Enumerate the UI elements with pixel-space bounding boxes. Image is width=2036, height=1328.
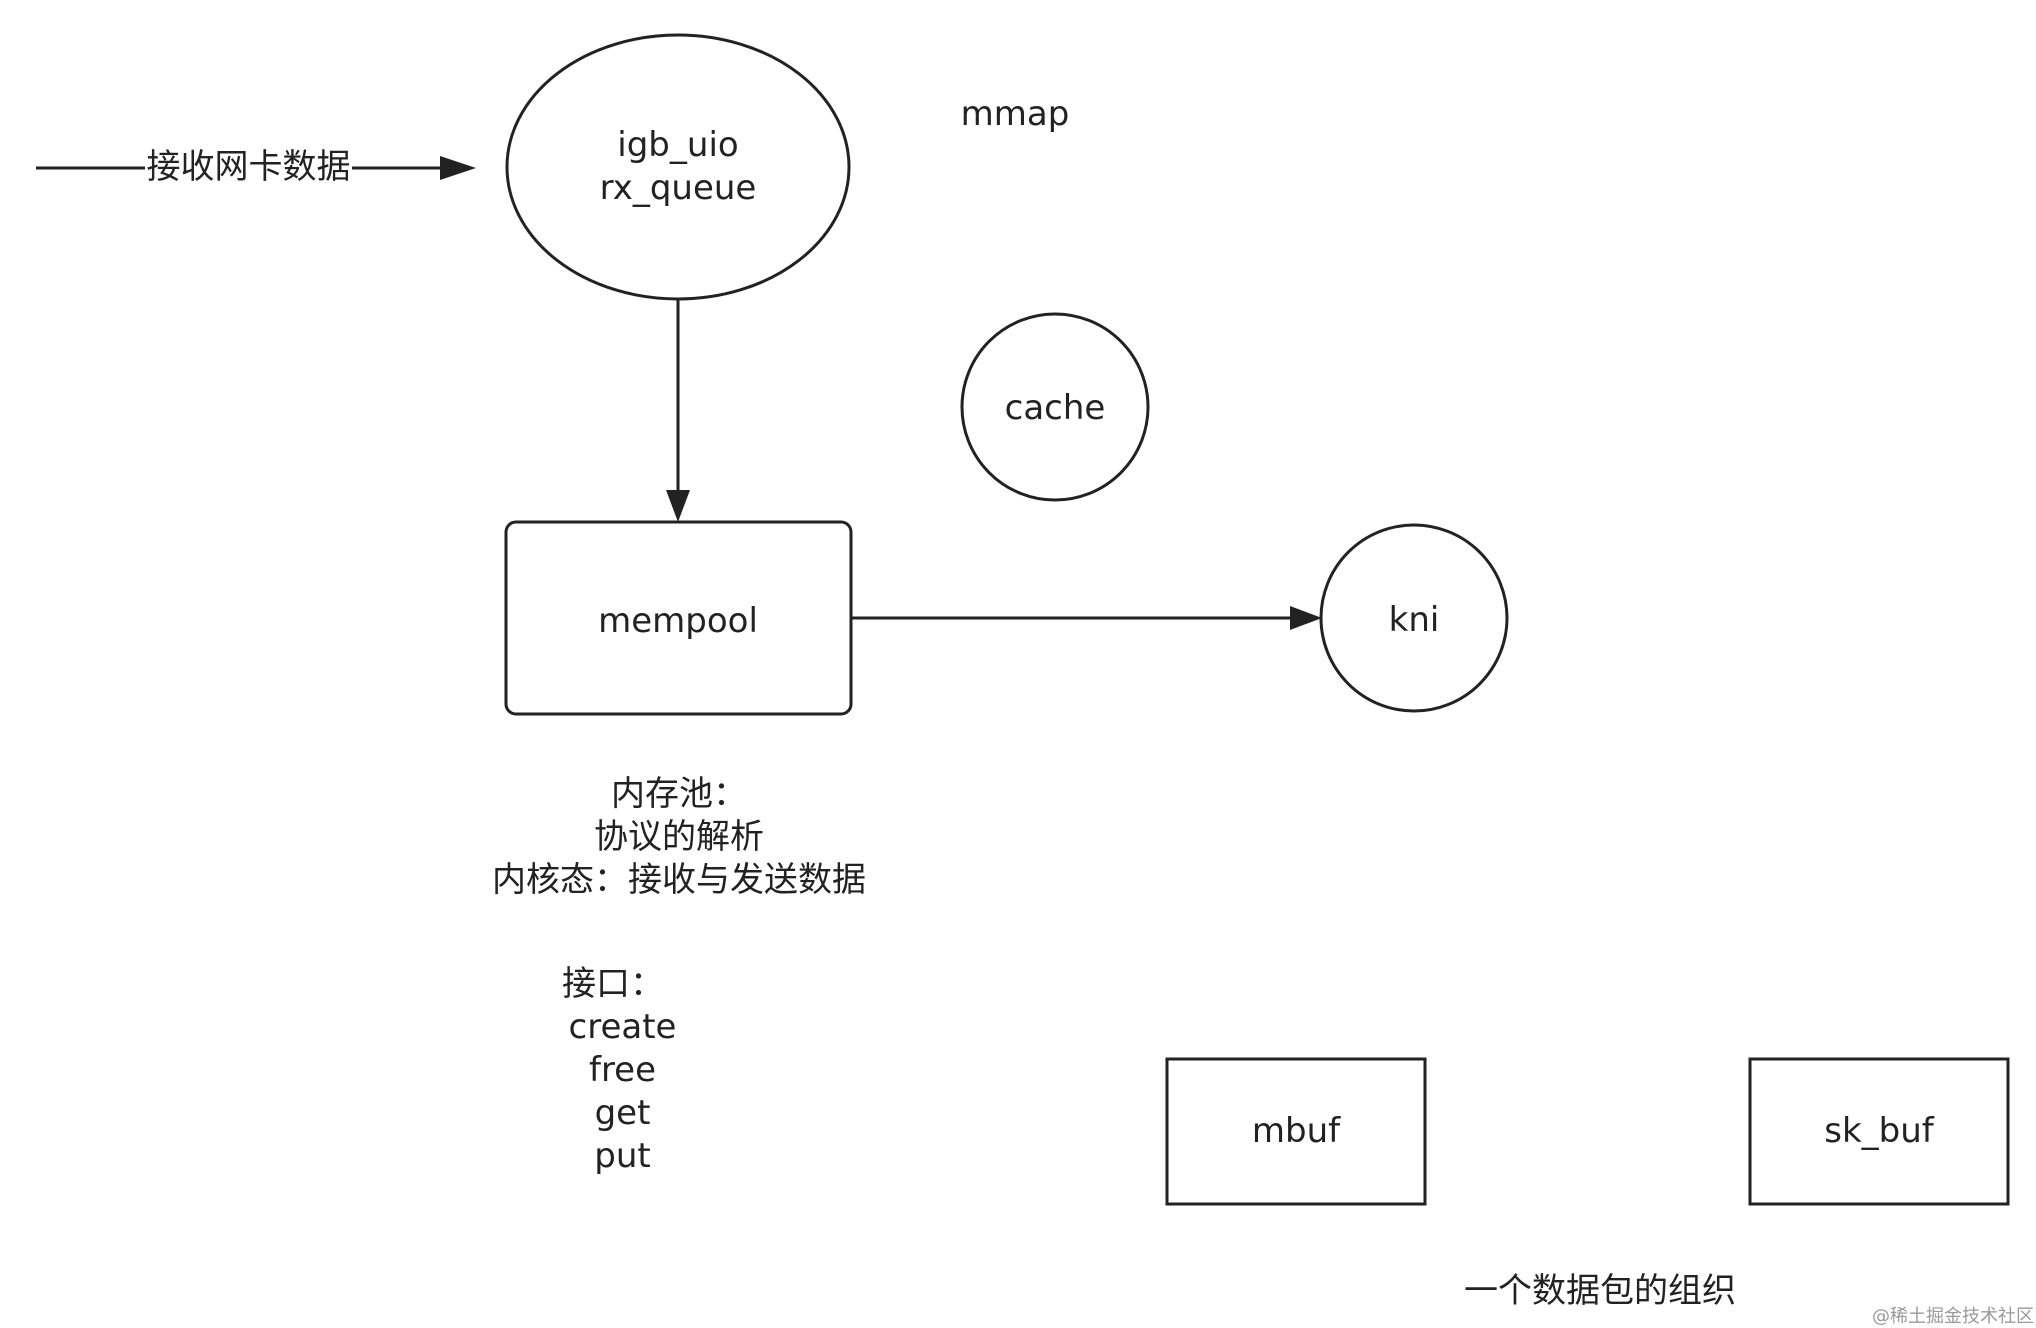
mempool-description: 内存池： 协议的解析 内核态：接收与发送数据 — [470, 773, 888, 902]
mempool-label: mempool — [598, 601, 758, 641]
igb-uio-label: igb_uio rx_queue — [560, 124, 796, 210]
arrow-mempool-to-kni — [851, 606, 1322, 630]
sk-buf-label: sk_buf — [1824, 1111, 1934, 1151]
mempool-desc-line: 内核态：接收与发送数据 — [492, 860, 866, 900]
mbuf-node — [1165, 1057, 1427, 1206]
interface-item: get — [594, 1093, 651, 1133]
interface-item: free — [588, 1050, 657, 1090]
packet-organization-caption: 一个数据包的组织 — [1464, 1271, 1736, 1311]
mempool-desc-line: 内存池： — [611, 774, 747, 814]
mempool-desc-line: 协议的解析 — [594, 817, 764, 857]
kni-node — [1319, 523, 1509, 713]
watermark: @稀土掘金技术社区 — [1872, 1306, 2034, 1327]
interface-list: create free get put — [540, 1006, 705, 1178]
interface-title: 接口： — [562, 964, 664, 1004]
cache-node — [960, 312, 1150, 502]
sk-buf-node — [1748, 1057, 2010, 1206]
interface-item: put — [594, 1136, 651, 1176]
input-arrow-label: 接收网卡数据 — [145, 146, 352, 189]
igb-uio-line1: igb_uio — [617, 125, 739, 165]
mbuf-label: mbuf — [1251, 1111, 1341, 1151]
kni-label: kni — [1388, 600, 1440, 640]
input-arrow — [36, 156, 476, 180]
cache-label: cache — [1004, 388, 1106, 428]
mmap-label: mmap — [960, 94, 1070, 134]
arrow-igb-to-mempool — [666, 299, 690, 522]
igb-uio-line2: rx_queue — [599, 168, 757, 208]
interface-item: create — [568, 1007, 677, 1047]
